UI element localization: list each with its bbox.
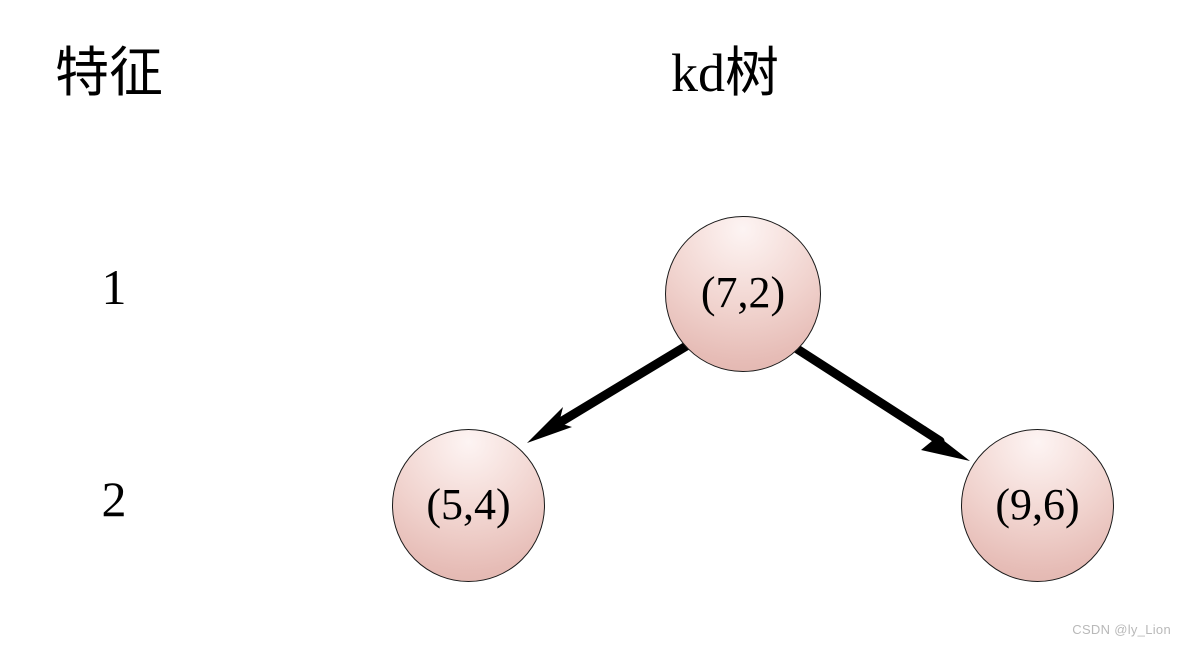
- edge-root-to-right: [786, 340, 970, 461]
- arrowhead-right-icon: [921, 426, 970, 461]
- level-number-1: 1: [101, 259, 127, 315]
- tree-node-root[interactable]: (7,2): [665, 216, 821, 372]
- tree-node-left-child[interactable]: (5,4): [392, 429, 545, 582]
- tree-node-right-child[interactable]: (9,6): [961, 429, 1114, 582]
- watermark: CSDN @ly_Lion: [1072, 622, 1171, 637]
- feature-column-heading: 特征: [55, 43, 163, 103]
- diagram-title: kd树: [671, 43, 779, 103]
- edge-root-to-left: [527, 340, 693, 443]
- tree-node-root-label: (7,2): [700, 268, 786, 317]
- tree-node-right-child-label: (9,6): [995, 479, 1080, 529]
- level-number-2: 2: [101, 471, 127, 527]
- arrowhead-left-icon: [527, 407, 572, 443]
- tree-node-left-child-label: (5,4): [426, 479, 511, 529]
